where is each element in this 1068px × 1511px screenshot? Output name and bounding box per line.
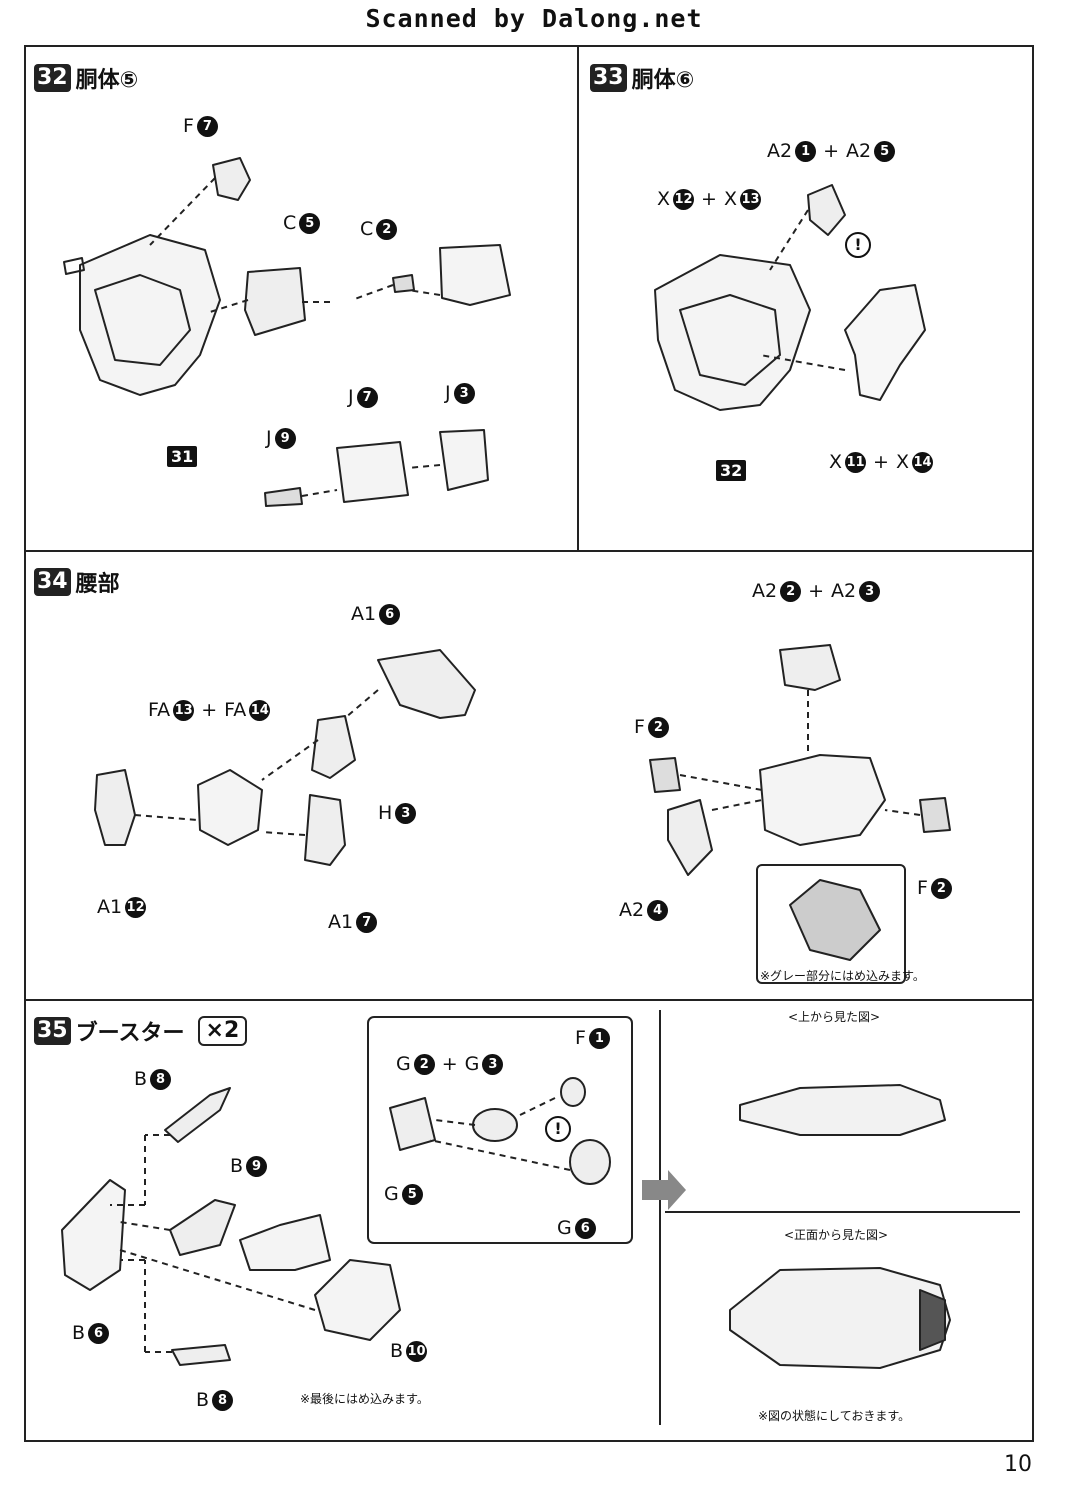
step-number: 35: [34, 1017, 71, 1045]
torso-part-32: [79, 234, 221, 396]
part-A1-12: [94, 769, 136, 846]
note-last-fit: ※最後にはめ込みます。: [300, 1392, 429, 1406]
scan-credit: Scanned by Dalong.net: [365, 4, 703, 33]
part-B8-bottom: [171, 1344, 231, 1366]
caution-icon: !: [545, 1116, 571, 1142]
part-C5: [244, 267, 306, 336]
step-34-header: 34 腰部: [34, 566, 120, 598]
step-title: 腰部: [75, 572, 120, 597]
step-32-header: 32 胴体⑤: [34, 62, 138, 94]
caution-icon: !: [845, 232, 871, 258]
step-35-header: 35 ブースター ×2: [34, 1015, 248, 1047]
part-B8-top: [164, 1087, 231, 1143]
divider-v-top: [577, 47, 579, 551]
divider-h-1: [26, 550, 1032, 552]
part-C2: [392, 274, 415, 293]
part-A2-1-5: [807, 184, 846, 236]
note-keep-state: ※図の状態にしておきます。: [758, 1409, 911, 1423]
waist-assembly: [759, 754, 886, 846]
part-A1-6: [377, 649, 476, 719]
part-A1-7: [304, 794, 346, 866]
torso-part-33: [654, 254, 811, 411]
step-number: 32: [34, 64, 71, 92]
step-title: 胴体⑥: [631, 68, 695, 93]
next-arrow: [642, 1170, 686, 1210]
part-B10: [314, 1259, 401, 1341]
part-J-box: [439, 244, 511, 306]
part-F2-right: [919, 797, 951, 833]
part-X-frame: [844, 284, 926, 401]
step-33-header: 33 胴体⑥: [590, 62, 694, 94]
part-A2-2-3: [779, 644, 841, 691]
step-title: 胴体⑤: [75, 68, 139, 93]
part-H3: [311, 715, 356, 779]
booster-front-view: [729, 1267, 951, 1369]
ref-step-31: 31: [167, 446, 198, 467]
quantity-badge: ×2: [197, 1016, 248, 1046]
front-view-caption: <正面から見た図>: [784, 1228, 889, 1242]
note-gray-part: ※グレー部分にはめ込みます。: [760, 969, 925, 983]
part-B9: [169, 1199, 236, 1256]
part-F7: [212, 157, 251, 201]
instruction-frame: [24, 45, 1034, 1442]
booster-top-view: [739, 1084, 946, 1136]
part-A2-4: [667, 799, 713, 876]
step-number: 33: [590, 64, 627, 92]
page-number: 10: [1004, 1452, 1032, 1477]
step-number: 34: [34, 568, 71, 596]
ref-step-32: 32: [716, 460, 747, 481]
divider-h-2: [26, 999, 1032, 1001]
waist-core: [197, 769, 263, 846]
step-title: ブースター: [75, 1021, 185, 1046]
part-B6: [61, 1179, 126, 1291]
part-F2-left: [649, 757, 681, 793]
booster-core: [239, 1214, 331, 1271]
top-view-caption: <上から見た図>: [788, 1010, 881, 1024]
